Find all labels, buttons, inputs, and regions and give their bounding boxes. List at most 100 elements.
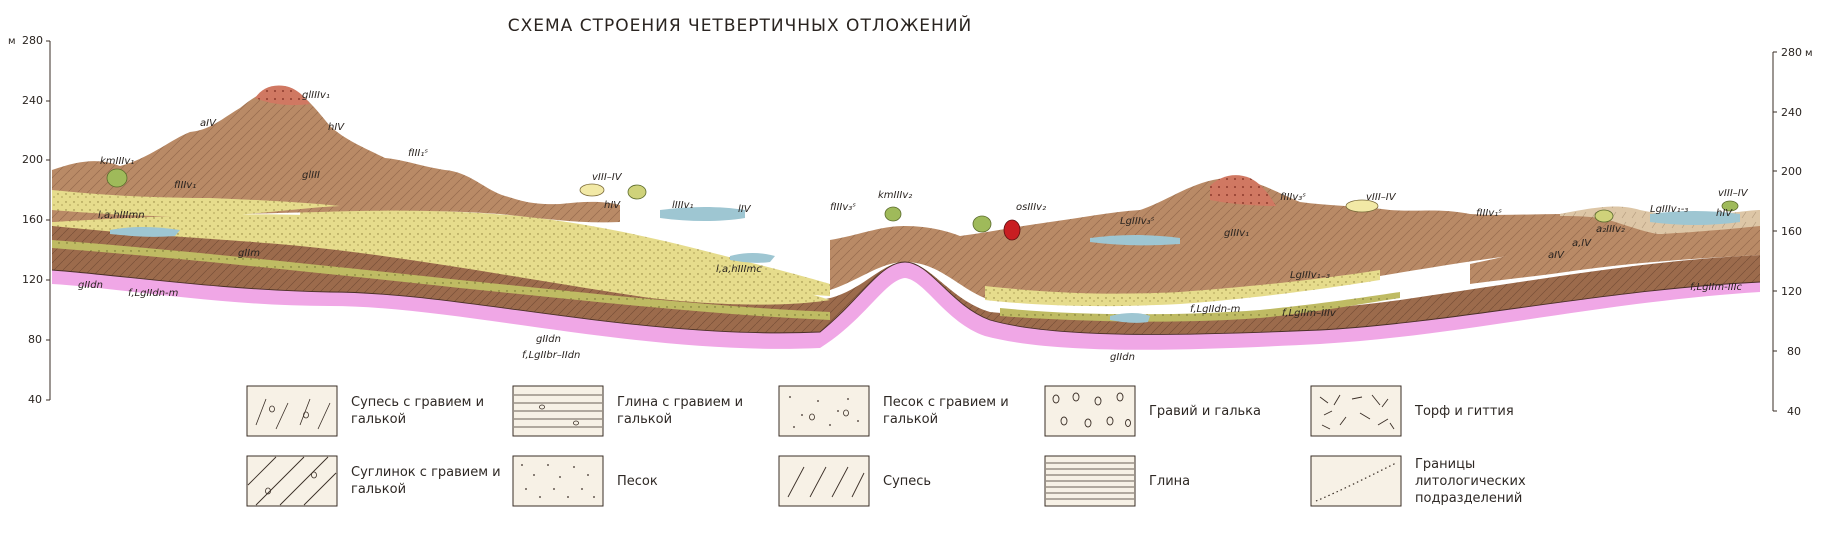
stratigraphic-label: LgIIIv₁-₃ bbox=[1650, 204, 1688, 215]
clay-gravel-swatch bbox=[512, 385, 604, 437]
clay-lens bbox=[1090, 235, 1180, 246]
legend-item-supes-gravel: Супесь с гравием и галькой bbox=[246, 385, 501, 437]
left-tick-label: 240 bbox=[22, 94, 43, 107]
legend-item-supes: Супесь bbox=[778, 455, 1033, 507]
stratigraphic-label: f,LgIIm–IIIv bbox=[1282, 308, 1337, 319]
stratigraphic-label: f,LgIIbr–IIdn bbox=[522, 350, 580, 361]
yellow-sand-band-middle bbox=[300, 210, 830, 296]
stratigraphic-label: hIV bbox=[328, 122, 345, 133]
bedrock-base-layer bbox=[52, 262, 1760, 350]
stratigraphic-label: fIIIv₁ˢ bbox=[1476, 208, 1502, 219]
stratigraphic-label: aIV bbox=[200, 118, 217, 129]
stratigraphic-label: lIIIv₁ bbox=[672, 200, 694, 211]
right-tick-label: 160 bbox=[1781, 225, 1802, 238]
stratigraphic-label: gIIm bbox=[238, 248, 260, 259]
peat-deposit bbox=[884, 206, 902, 222]
stratigraphic-label: gIIdn bbox=[536, 334, 561, 345]
stratigraphic-label: aIV bbox=[1548, 250, 1565, 261]
stratigraphic-label: vIII–IV bbox=[592, 172, 623, 183]
clay-lens bbox=[730, 253, 775, 263]
esker-deposit bbox=[1003, 219, 1021, 241]
vIII-IV-deposit bbox=[579, 183, 605, 197]
clay-lens bbox=[660, 207, 745, 221]
fluvioglacial-sand-lens bbox=[52, 214, 830, 305]
right-tick-label: 80 bbox=[1787, 345, 1801, 358]
diagram-title: СХЕМА СТРОЕНИЯ ЧЕТВЕРТИЧНЫХ ОТЛОЖЕНИЙ bbox=[508, 14, 973, 36]
legend-item-sand-gravel: Песок с гравием и галькой bbox=[778, 385, 1033, 437]
stratigraphic-label: kmIIIv₂ bbox=[878, 190, 912, 201]
legend-label: Суглинок с гравием и галькой bbox=[351, 465, 501, 497]
stratigraphic-label: hIV bbox=[1716, 208, 1733, 219]
legend-label: Песок bbox=[617, 473, 658, 489]
stratigraphic-label: fIIIv₁ bbox=[174, 180, 196, 191]
stratigraphic-label: gIIdn bbox=[1110, 352, 1135, 363]
legend-label: Гравий и галька bbox=[1149, 403, 1262, 419]
olive-sand-stripe bbox=[52, 240, 830, 320]
right-tick-label: 240 bbox=[1781, 106, 1802, 119]
legend-item-sand: Песок bbox=[512, 455, 767, 507]
yellow-sand-band-right bbox=[985, 270, 1380, 307]
peat-deposit bbox=[1594, 209, 1614, 223]
legend-label: Песок с гравием и галькой bbox=[883, 395, 1009, 427]
gravel-swatch bbox=[1044, 385, 1136, 437]
legend-item-boundary: Границы литологических подразделений bbox=[1310, 455, 1565, 507]
stratigraphic-label: l,a,hIIImn bbox=[98, 210, 145, 221]
peat-deposit bbox=[1721, 200, 1739, 212]
stratigraphic-label: a,IV bbox=[1572, 238, 1592, 249]
clay-lens bbox=[1650, 211, 1740, 225]
vIII-IV-deposit bbox=[1345, 199, 1379, 213]
clay-lens bbox=[1110, 313, 1150, 323]
stratigraphic-label: f,LgIIm-IIIc bbox=[1690, 282, 1743, 293]
stratigraphic-label: lIV bbox=[738, 204, 752, 215]
red-moraine-hill-center bbox=[1210, 175, 1276, 206]
legend-item-gravel: Гравий и галька bbox=[1044, 385, 1299, 437]
peat-deposit bbox=[627, 184, 647, 200]
boundary-swatch bbox=[1310, 455, 1402, 507]
stratigraphic-label: osIIIv₂ bbox=[1016, 202, 1046, 213]
stratigraphic-label: fIII₁ˢ bbox=[408, 148, 428, 159]
loam-gravel-swatch bbox=[246, 455, 338, 507]
supes-gravel-swatch bbox=[246, 385, 338, 437]
peat-deposit bbox=[106, 168, 128, 188]
stratigraphic-label: f,LgIIdn-m bbox=[128, 288, 179, 299]
clay-swatch bbox=[1044, 455, 1136, 507]
stratigraphic-label: LgIIIv₁₋₃ bbox=[1290, 270, 1330, 281]
legend-label: Супесь с гравием и галькой bbox=[351, 395, 485, 427]
legend-label: Глина bbox=[1149, 473, 1191, 489]
sand-gravel-swatch bbox=[778, 385, 870, 437]
left-axis-unit: м bbox=[8, 36, 16, 47]
right-tick-label: 40 bbox=[1787, 405, 1801, 418]
right-elevation-axis: 280 м 240 200 160 120 80 40 bbox=[1772, 46, 1813, 418]
right-tick-label: 280 bbox=[1781, 46, 1802, 59]
glacial-loam-lower bbox=[52, 210, 1760, 335]
red-moraine-cap bbox=[255, 85, 310, 106]
stratigraphic-label: fIIIv₃ˢ bbox=[830, 202, 856, 213]
right-axis-unit: м bbox=[1805, 48, 1813, 59]
legend-item-loam-gravel: Суглинок с гравием и галькой bbox=[246, 455, 541, 507]
supes-swatch bbox=[778, 455, 870, 507]
stratigraphic-label: vIII–IV bbox=[1718, 188, 1749, 199]
peat-swatch bbox=[1310, 385, 1402, 437]
stratigraphic-label: gIIIv₁ bbox=[1224, 228, 1249, 239]
stratigraphic-label: fIIIv₃ˢ bbox=[1280, 192, 1306, 203]
stratigraphic-label: f,LgIIdn-m bbox=[1190, 304, 1241, 315]
left-tick-label: 160 bbox=[22, 213, 43, 226]
olive-stripe-right bbox=[1000, 292, 1400, 322]
left-tick-label: 120 bbox=[22, 273, 43, 286]
legend: Супесь с гравием и галькой Глина с грави… bbox=[240, 385, 1580, 515]
upper-loam-hills-left bbox=[52, 86, 620, 223]
left-tick-label: 200 bbox=[22, 153, 43, 166]
legend-label: Торф и гиттия bbox=[1415, 403, 1514, 419]
clay-lens bbox=[110, 227, 180, 237]
peat-deposit bbox=[972, 215, 992, 233]
stratigraphic-label: LgIIIv₃ˢ bbox=[1120, 216, 1155, 227]
stratigraphic-label: vIII–IV bbox=[1366, 192, 1397, 203]
left-elevation-axis: м 280 240 200 160 120 80 40 bbox=[8, 34, 51, 406]
left-tick-label: 40 bbox=[28, 393, 42, 406]
left-tick-label: 80 bbox=[28, 333, 42, 346]
sand-swatch bbox=[512, 455, 604, 507]
legend-item-peat: Торф и гиттия bbox=[1310, 385, 1565, 437]
stratigraphic-label: hIV bbox=[604, 200, 621, 211]
upper-loam-hills-right bbox=[1470, 212, 1760, 284]
